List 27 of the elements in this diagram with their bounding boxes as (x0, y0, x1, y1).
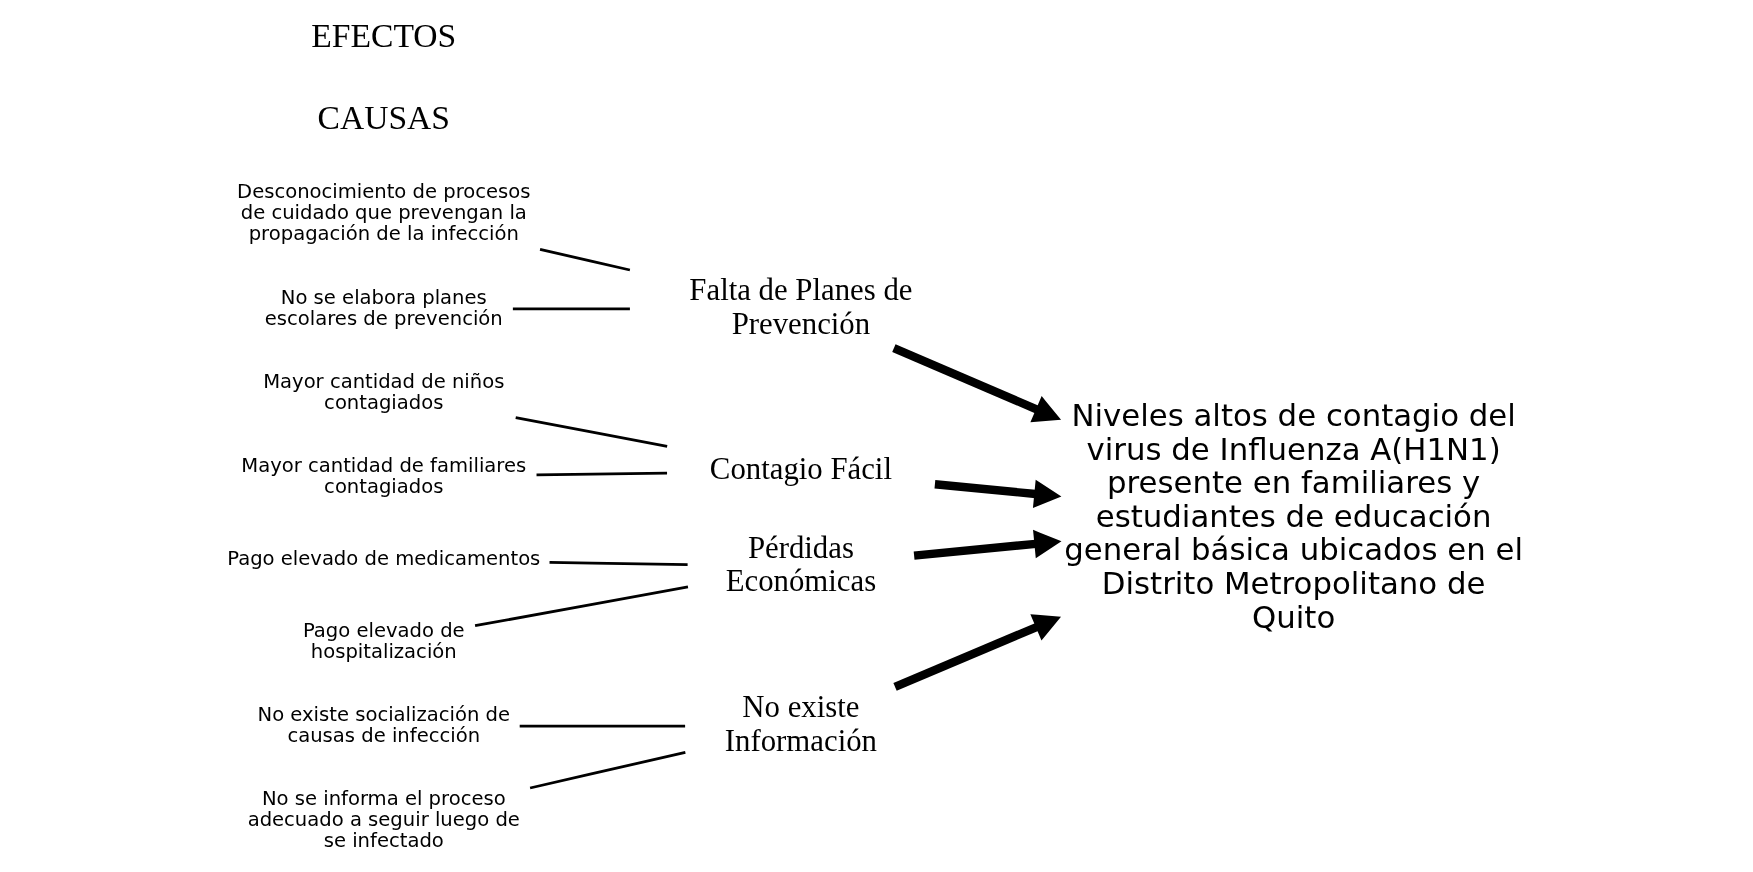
node-text: Falta de Planes de Prevención (689, 273, 913, 341)
node-text: Mayor cantidad de niños contagiados (263, 369, 505, 414)
node-text: No se informa el proceso adecuado a seguir luego de se infectado (247, 787, 520, 853)
node-text: Pérdidas Económicas (725, 530, 877, 599)
node-text: Pago elevado de hospitalización (302, 618, 465, 663)
connector (539, 248, 631, 272)
node-text: Niveles altos de contagio del virus de Influenza A(H1N1) presente en familiares y estudiantes de educación general básica ubicados en el Distrito Metropolitano de Quito (1064, 396, 1523, 635)
connector (512, 307, 630, 311)
node-text: Mayor cantidad de familiares contagiados (241, 453, 527, 498)
connector (474, 585, 689, 628)
node-text: Desconocimiento de procesos de cuidado que prevengan la propagación de la infección (237, 179, 531, 245)
connector (515, 416, 668, 448)
node-text: No existe Información (724, 690, 877, 758)
label: CAUSAS (317, 98, 451, 136)
node-text: No se elabora planes escolares de prevención (264, 285, 503, 330)
arrow (934, 479, 1062, 509)
connector (549, 560, 688, 567)
node-text: No existe socialización de causas de infección (257, 702, 511, 747)
label: EFECTOS (311, 17, 457, 55)
node-text: Pago elevado de medicamentos (227, 546, 541, 570)
node-text: Contagio Fácil (709, 452, 892, 487)
connector (529, 750, 686, 790)
arrow (893, 614, 1061, 691)
arrow (892, 344, 1062, 423)
arrow (913, 529, 1062, 560)
connector (519, 724, 686, 728)
connector (536, 471, 668, 477)
